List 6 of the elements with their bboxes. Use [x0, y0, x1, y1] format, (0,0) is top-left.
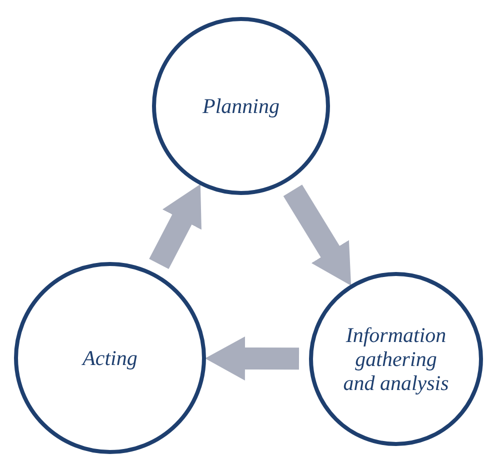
- block-arrow: [149, 184, 202, 270]
- node-label: Information gathering and analysis: [342, 322, 450, 396]
- block-arrow: [205, 336, 300, 380]
- node-label: Planning: [202, 94, 280, 118]
- node-label: Acting: [82, 346, 138, 370]
- block-arrow: [283, 184, 352, 286]
